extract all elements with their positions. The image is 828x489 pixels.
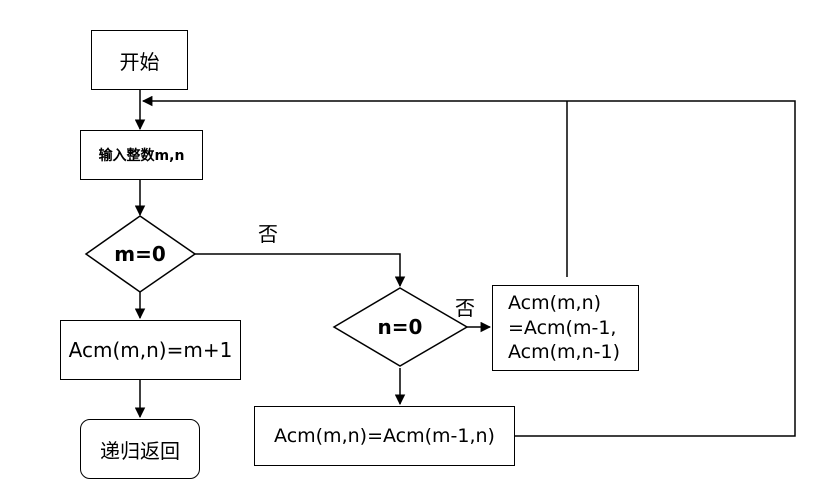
edge-label-n-not-zero: 否 — [455, 296, 475, 320]
input-node: 输入整数m,n — [80, 130, 203, 180]
decision-n-zero-label: n=0 — [377, 315, 423, 339]
decision-m-zero-shape — [84, 215, 197, 293]
process-general-text: Acm(m,n) =Acm(m-1, Acm(m,n-1) — [508, 291, 620, 365]
start-node: 开始 — [91, 30, 188, 90]
process-general-line-2: =Acm(m-1, — [508, 316, 617, 339]
edge-cond-m-to-cond-n — [195, 253, 406, 288]
process-general: Acm(m,n) =Acm(m-1, Acm(m,n-1) — [492, 285, 639, 371]
process-m-zero-label: Acm(m,n)=m+1 — [68, 338, 233, 362]
process-m-zero: Acm(m,n)=m+1 — [60, 320, 241, 380]
edge-label-m-not-zero: 否 — [258, 222, 278, 246]
process-general-line-1: Acm(m,n) — [508, 291, 602, 314]
recursive-return-node: 递归返回 — [80, 419, 200, 479]
decision-n-zero-shape — [332, 287, 469, 367]
start-node-label: 开始 — [119, 49, 160, 74]
input-node-label: 输入整数m,n — [98, 148, 185, 164]
edge-ack-n-zero-loop — [141, 95, 796, 437]
recursive-return-label: 递归返回 — [100, 438, 180, 463]
process-n-zero: Acm(m,n)=Acm(m-1,n) — [254, 406, 515, 466]
process-general-line-3: Acm(m,n-1) — [508, 341, 620, 364]
process-n-zero-label: Acm(m,n)=Acm(m-1,n) — [274, 425, 495, 447]
decision-m-zero-label: m=0 — [114, 242, 166, 266]
